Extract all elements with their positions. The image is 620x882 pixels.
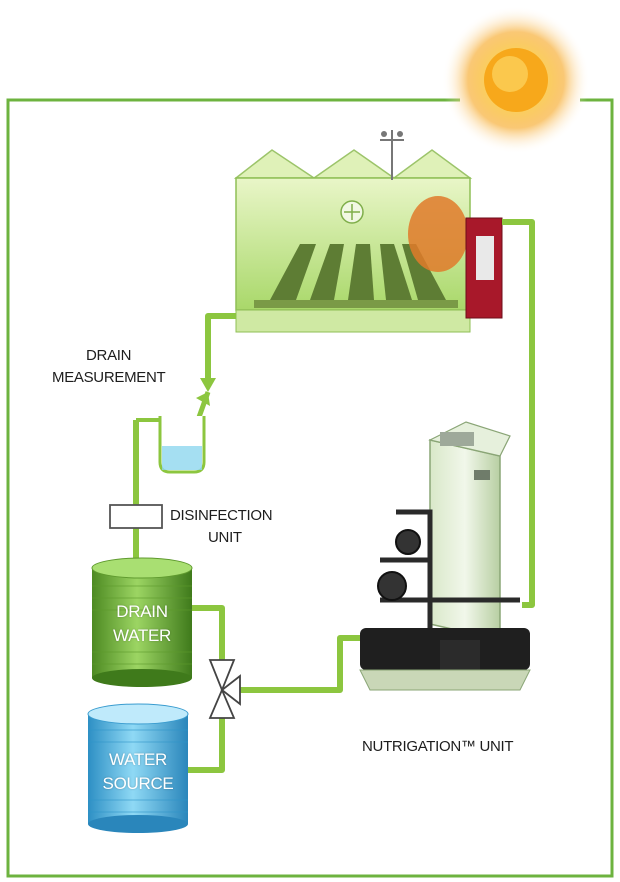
- water-source-label-line1: WATER: [109, 750, 167, 769]
- pipe-drain-tank-to-valve: [190, 605, 225, 660]
- pipe-unit-to-greenhouse: [502, 219, 535, 608]
- pipe-greenhouse-to-drain: [205, 313, 236, 378]
- disinfection-label-line2: UNIT: [208, 529, 242, 546]
- disinfection-unit-box: [109, 504, 163, 529]
- nutrigation-unit-machine: [359, 421, 531, 691]
- drain-measurement-label-line2: MEASUREMENT: [52, 369, 166, 386]
- outer-frame: [6, 98, 614, 878]
- three-way-valve-icon: [208, 659, 241, 719]
- disinfection-label-line1: DISINFECTION: [170, 507, 273, 524]
- water-source-tank: [87, 703, 189, 833]
- water-source-label-line2: SOURCE: [102, 774, 174, 793]
- greenhouse: [233, 130, 503, 333]
- pipe-water-tank-to-valve: [186, 712, 225, 773]
- drain-water-tank: [91, 557, 193, 687]
- sun-icon: [442, 6, 590, 154]
- drain-measurement-label-line1: DRAIN: [86, 347, 132, 364]
- nutrigation-unit-label: NUTRIGATION™ UNIT: [362, 738, 514, 755]
- drain-measurement-vessel: [136, 391, 211, 474]
- drain-water-label-line2: WATER: [113, 626, 171, 645]
- drain-water-label-line1: DRAIN: [116, 602, 168, 621]
